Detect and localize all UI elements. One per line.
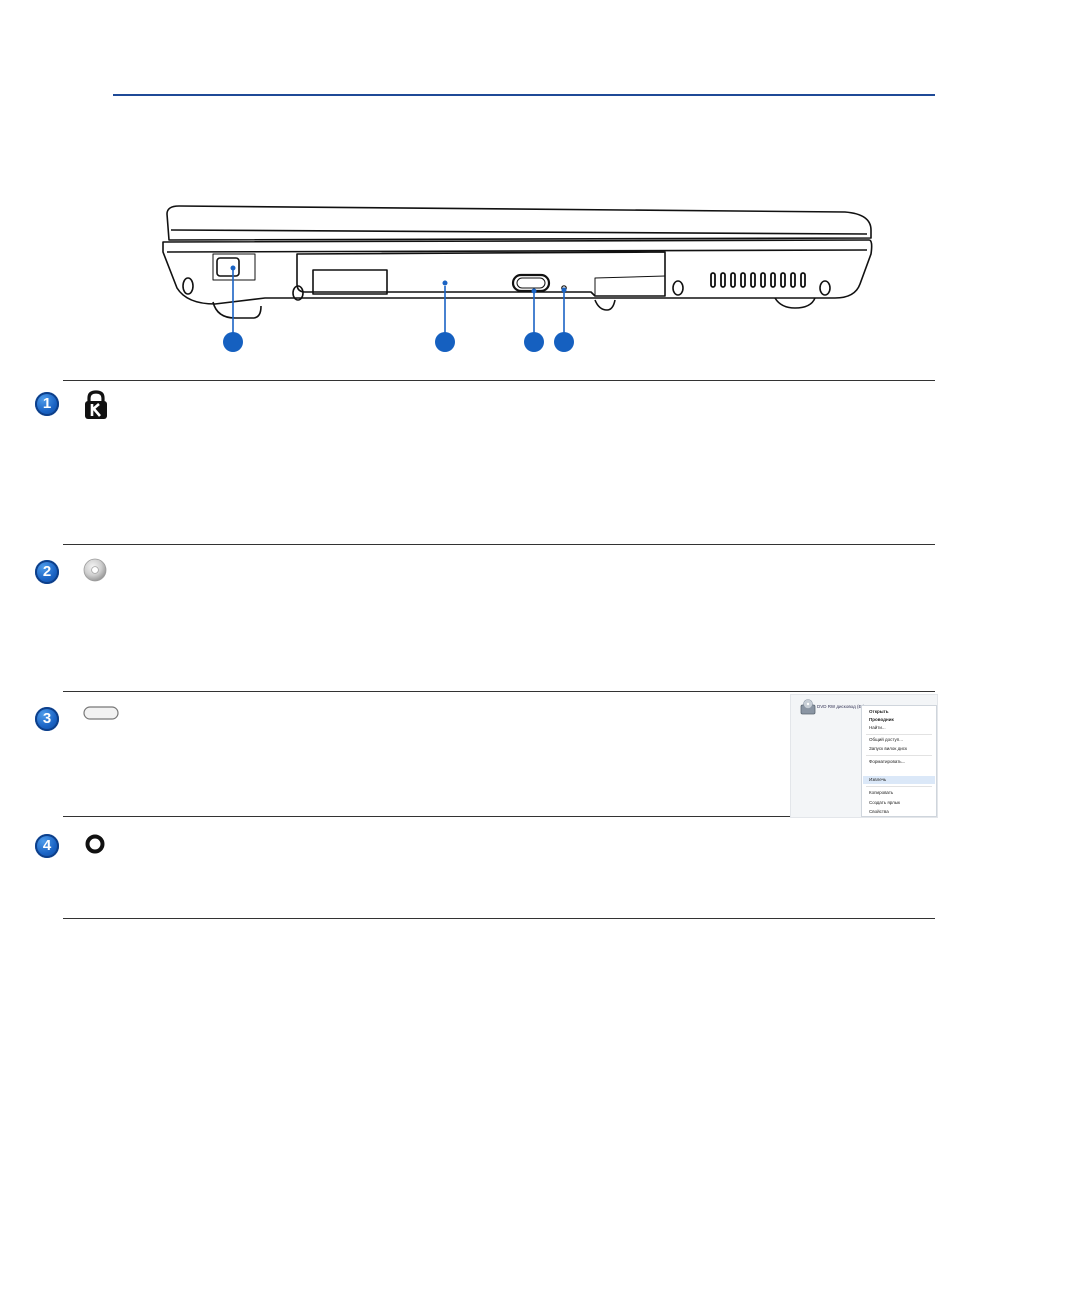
- menu-item-explorer[interactable]: Проводник: [869, 717, 894, 722]
- dvd-drive-icon: [800, 699, 816, 715]
- menu-item-properties[interactable]: Свойства: [869, 809, 889, 814]
- header-rule: [113, 94, 935, 96]
- section-rule: [63, 816, 935, 817]
- menu-item-open[interactable]: Открыть: [869, 709, 889, 714]
- kensington-lock-icon: [85, 390, 107, 419]
- callout-dot-1: [223, 332, 243, 352]
- item-number-badge: 2: [35, 560, 59, 584]
- callout-dot-3: [524, 332, 544, 352]
- section-rule: [63, 918, 935, 919]
- callout-dot-4: [554, 332, 574, 352]
- menu-item-autoplay[interactable]: Запуск вилок диск: [869, 746, 907, 751]
- section-rule: [63, 691, 935, 692]
- context-menu-screenshot: DVD RW дисковод (E:) Открыть Проводник Н…: [790, 694, 938, 818]
- item-number-badge: 3: [35, 707, 59, 731]
- drive-label: DVD RW дисковод (E:): [817, 704, 865, 709]
- menu-item-eject[interactable]: Извлечь: [869, 777, 887, 782]
- menu-item-sharing[interactable]: Общий доступ...: [869, 737, 903, 742]
- emergency-eject-hole-icon: [85, 834, 105, 854]
- optical-disc-icon: [83, 558, 107, 582]
- menu-item-format[interactable]: Форматировать...: [869, 759, 906, 764]
- item-number-badge: 4: [35, 834, 59, 858]
- section-rule: [63, 544, 935, 545]
- laptop-right-side-diagram: [162, 205, 873, 352]
- menu-item-find[interactable]: Найти...: [869, 725, 886, 730]
- context-menu: Открыть Проводник Найти... Общий доступ.…: [861, 705, 937, 817]
- section-rule: [63, 380, 935, 381]
- callout-dot-2: [435, 332, 455, 352]
- eject-button-icon: [83, 706, 119, 720]
- item-number-badge: 1: [35, 392, 59, 416]
- menu-item-copy[interactable]: Копировать: [869, 790, 894, 795]
- menu-item-shortcut[interactable]: Создать ярлык: [869, 800, 900, 805]
